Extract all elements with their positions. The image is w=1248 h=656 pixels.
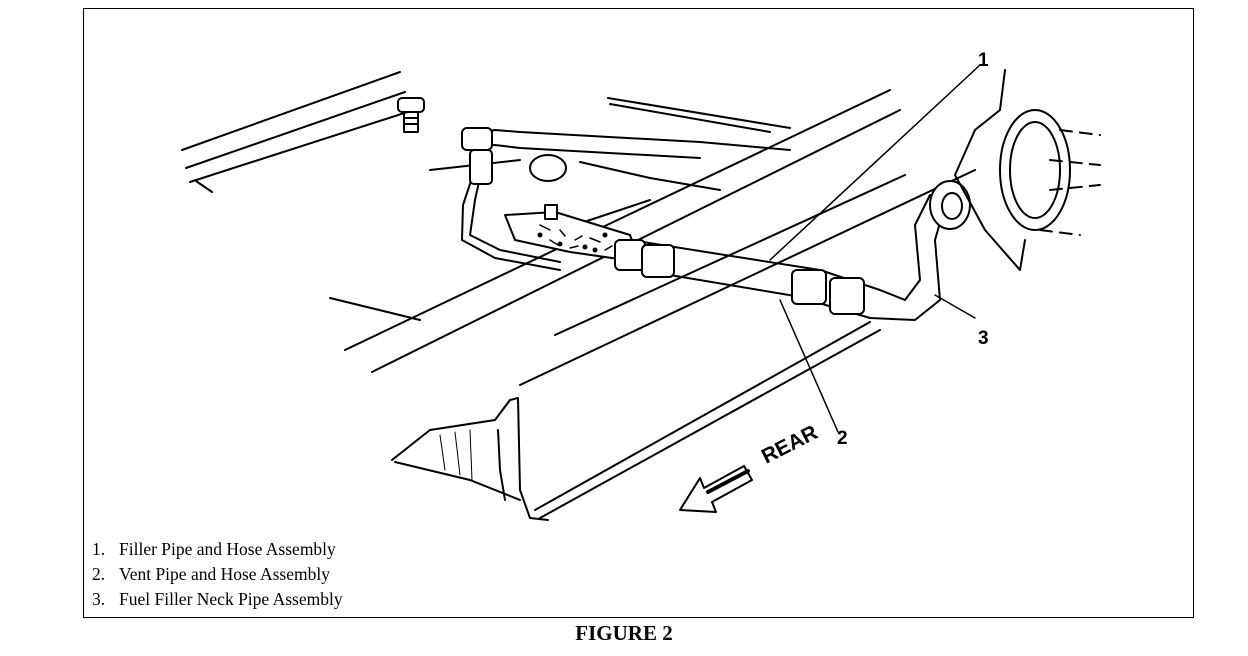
- legend-item: 1. Filler Pipe and Hose Assembly: [92, 537, 343, 562]
- callout-2: 2: [837, 428, 848, 449]
- legend-text: Filler Pipe and Hose Assembly: [119, 539, 336, 559]
- rear-arrow-icon: [679, 465, 753, 513]
- body-panel-lines: [181, 71, 791, 193]
- frame-rails: [329, 89, 976, 386]
- lower-panel: [391, 321, 881, 521]
- legend-text: Fuel Filler Neck Pipe Assembly: [119, 589, 343, 609]
- callout-1: 1: [978, 50, 989, 71]
- figure-frame: [83, 8, 1194, 618]
- legend-item: 3. Fuel Filler Neck Pipe Assembly: [92, 587, 343, 612]
- legend-text: Vent Pipe and Hose Assembly: [119, 564, 330, 584]
- legend-number: 3.: [92, 589, 106, 609]
- legend-number: 2.: [92, 564, 106, 584]
- filler-neck-housing: [929, 69, 1101, 271]
- filler-pipe: [614, 194, 946, 321]
- legend-item: 2. Vent Pipe and Hose Assembly: [92, 562, 343, 587]
- legend-number: 1.: [92, 539, 106, 559]
- figure-caption: FIGURE 2: [575, 621, 673, 645]
- vent-line: [461, 127, 791, 271]
- leader-lines: [769, 64, 981, 433]
- callout-3: 3: [978, 328, 989, 349]
- legend: 1. Filler Pipe and Hose Assembly 2. Vent…: [92, 537, 343, 612]
- bolt-icon: [397, 97, 425, 133]
